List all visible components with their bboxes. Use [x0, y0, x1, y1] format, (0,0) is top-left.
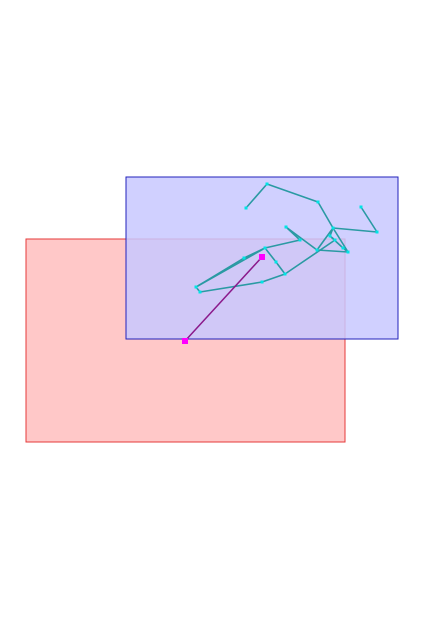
skeleton-bone	[329, 235, 344, 249]
skeleton-joint	[284, 225, 288, 229]
link-start-point	[182, 338, 188, 344]
skeleton-overlay	[194, 182, 379, 294]
skeleton-joint	[328, 234, 332, 238]
skeleton-joint	[274, 260, 278, 264]
skeleton-joint	[359, 205, 363, 209]
skeleton-bone	[264, 247, 277, 263]
skeleton-joint	[194, 285, 198, 289]
skeleton-joint	[331, 226, 335, 230]
skeleton-joint	[283, 272, 287, 276]
skeleton-bone	[317, 201, 334, 229]
skeleton-joint	[375, 230, 379, 234]
skeleton-joint	[298, 238, 302, 242]
skeleton-bone	[316, 249, 349, 253]
skeleton-bone	[285, 226, 301, 241]
skeleton-bone	[266, 183, 319, 203]
skeleton-bone	[195, 247, 266, 288]
skeleton-bone	[360, 206, 378, 233]
skeleton-joint	[333, 238, 337, 242]
link-end-point	[259, 254, 265, 260]
skeleton-joint	[346, 250, 350, 254]
skeleton-joint	[265, 182, 269, 186]
skeleton-joint	[315, 248, 319, 252]
skeleton-bone	[332, 227, 349, 253]
skeleton-joint	[263, 246, 267, 250]
skeleton-bone	[332, 227, 378, 233]
skeleton-joint	[260, 280, 264, 284]
skeleton-bone	[264, 239, 301, 249]
skeleton-bone	[245, 183, 268, 209]
skeleton-bone	[261, 273, 286, 283]
skeleton-bone	[284, 239, 336, 275]
skeleton-joint	[316, 200, 320, 204]
skeleton-bone	[316, 227, 334, 251]
skeleton-bone	[199, 281, 263, 293]
skeleton-joint	[341, 246, 345, 250]
link-overlay	[182, 254, 265, 344]
skeleton-joint	[242, 256, 246, 260]
skeleton-joint	[198, 290, 202, 294]
link-line	[184, 256, 263, 342]
skeleton-joint	[244, 206, 248, 210]
skeleton-bone	[275, 261, 286, 275]
